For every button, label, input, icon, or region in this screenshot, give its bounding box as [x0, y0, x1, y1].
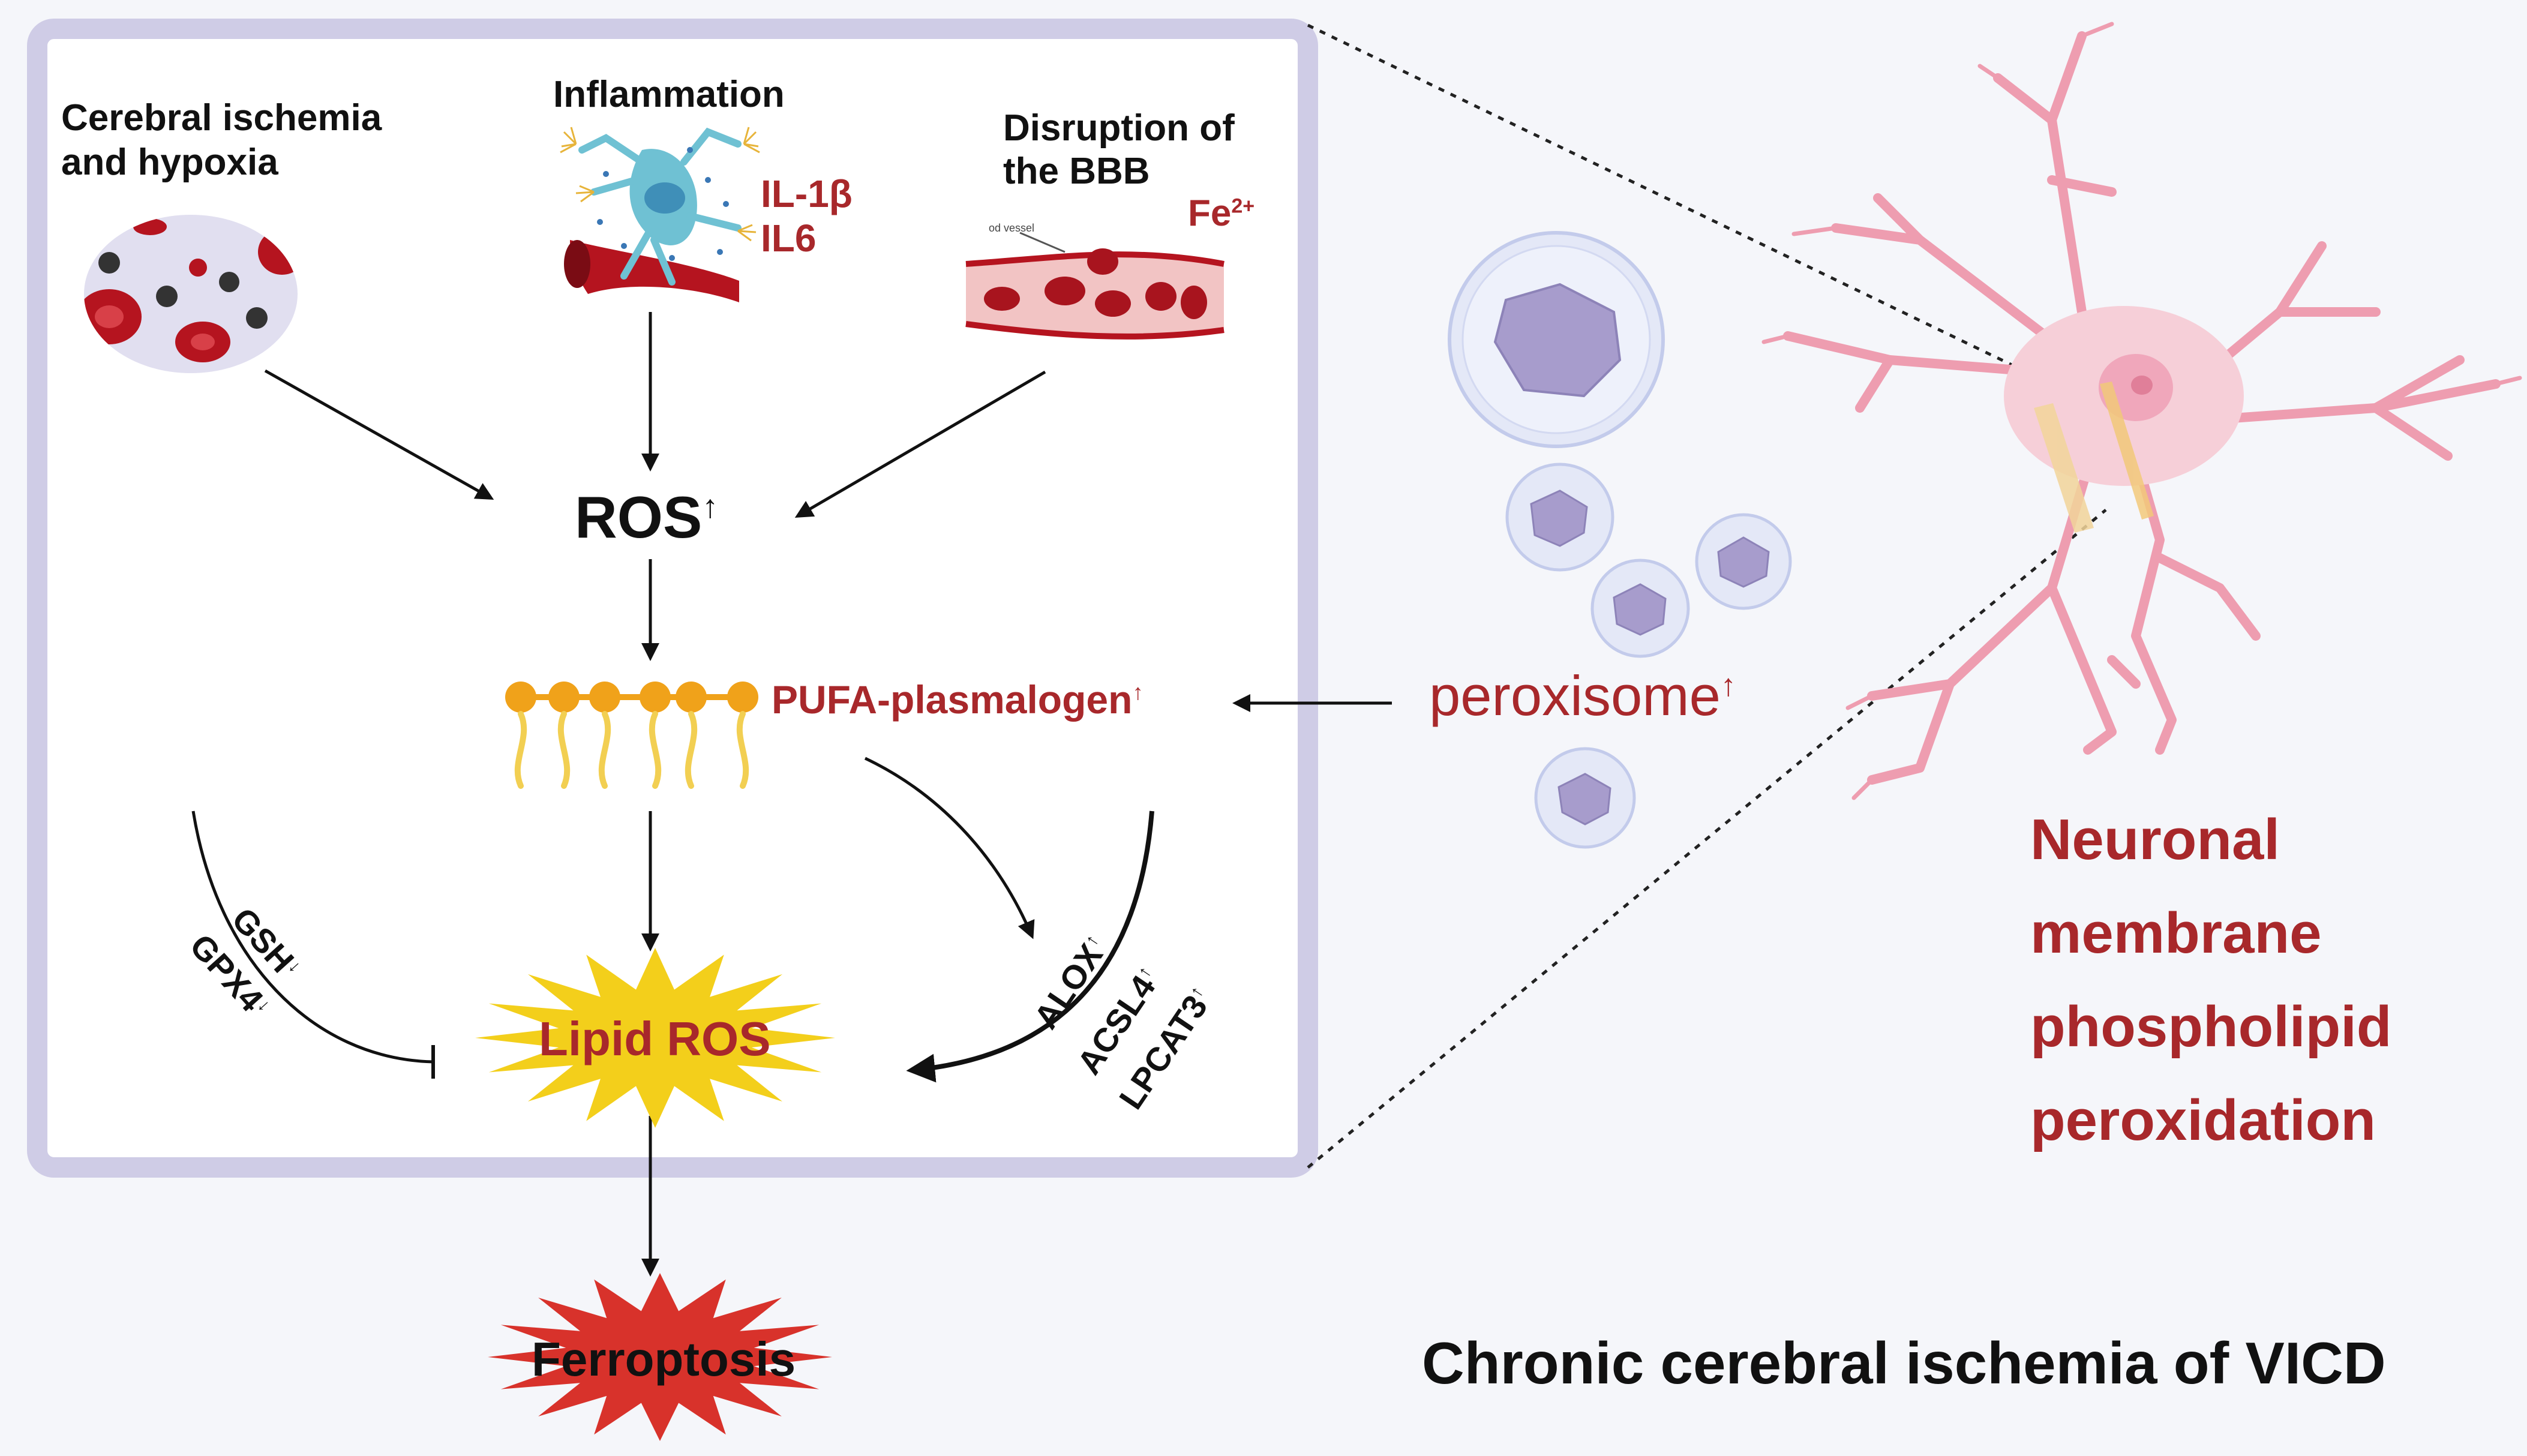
ros-up-arrow: ↑ — [702, 488, 719, 525]
il6-label: IL6 — [761, 217, 817, 260]
peroxisome-small-3 — [1695, 513, 1792, 610]
il1b-label: IL-1β — [761, 172, 853, 215]
fe-symbol: Fe — [1188, 193, 1232, 234]
peroxisome-small-4 — [1534, 747, 1636, 849]
lipid-head — [676, 682, 707, 713]
lipid-tail — [557, 711, 571, 789]
lipid-ros-label: Lipid ROS — [539, 1012, 771, 1065]
peroxisome-label: peroxisome↑ — [1429, 664, 1736, 728]
ros-label: ROS↑ — [575, 484, 718, 551]
membrane-highlight — [2034, 382, 2154, 533]
lipid-head — [727, 682, 758, 713]
arrow-ischemia-to-ros — [264, 369, 494, 500]
bbb-vessel-icon: od vessel — [965, 222, 1225, 340]
ischemia-hypoxia-icon — [84, 215, 298, 373]
pufa-text: PUFA-plasmalogen — [772, 677, 1133, 722]
lipid-tail — [598, 711, 611, 789]
neuron-nucleolus — [2131, 376, 2153, 395]
fe-charge: 2+ — [1231, 194, 1255, 218]
lipid-ros-burst — [475, 948, 835, 1128]
lipid-head — [589, 682, 620, 713]
peroxisome-large — [1448, 231, 1665, 448]
neuronal-peroxidation-label: Neuronal membrane phospholipid peroxidat… — [2030, 807, 2392, 1152]
lipid-tail — [736, 711, 749, 789]
ferroptosis-label: Ferroptosis — [532, 1332, 796, 1386]
peroxisome-up-arrow: ↑ — [1720, 667, 1736, 703]
inhibition-gsh-gpx4 — [191, 810, 434, 1064]
ros-text: ROS — [575, 484, 703, 550]
vessel-tag: od vessel — [989, 222, 1034, 234]
neuron-illustration — [1761, 22, 2522, 800]
plasmalogen-lipid-icon — [505, 682, 758, 789]
lipid-tail — [514, 711, 527, 789]
lipid-head — [505, 682, 536, 713]
peroxisome-cluster — [1448, 231, 1792, 849]
cause-inflammation-label: Inflammation — [553, 74, 785, 115]
lipid-head — [548, 682, 580, 713]
fe-label: Fe2+ — [1188, 192, 1255, 235]
zoom-line-bottom — [1307, 509, 2107, 1169]
peroxisome-small-2 — [1590, 559, 1690, 658]
ferroptosis-burst — [488, 1273, 832, 1441]
cause-bbb-label: Disruption of the BBB — [1003, 107, 1235, 192]
lipid-tail — [685, 711, 698, 789]
pufa-plasmalogen-label: PUFA-plasmalogen↑ — [772, 677, 1144, 722]
peroxisome-text: peroxisome — [1429, 664, 1721, 727]
pufa-up-arrow: ↑ — [1132, 680, 1144, 704]
arrow-pufa-to-alox — [864, 756, 1035, 939]
lipid-tail — [649, 711, 662, 789]
cause-ischemia-label: Cerebral ischemia and hypoxia — [61, 97, 382, 183]
zoom-line-top — [1307, 23, 2065, 392]
inflammation-cell-icon — [560, 127, 760, 302]
lipid-head — [640, 682, 671, 713]
arrow-acsl4-to-lipidros — [906, 810, 1154, 1083]
arrow-bbb-to-ros — [794, 370, 1046, 518]
peroxisome-small-1 — [1505, 463, 1614, 572]
footer-title: Chronic cerebral ischemia of VICD — [1422, 1330, 2386, 1396]
